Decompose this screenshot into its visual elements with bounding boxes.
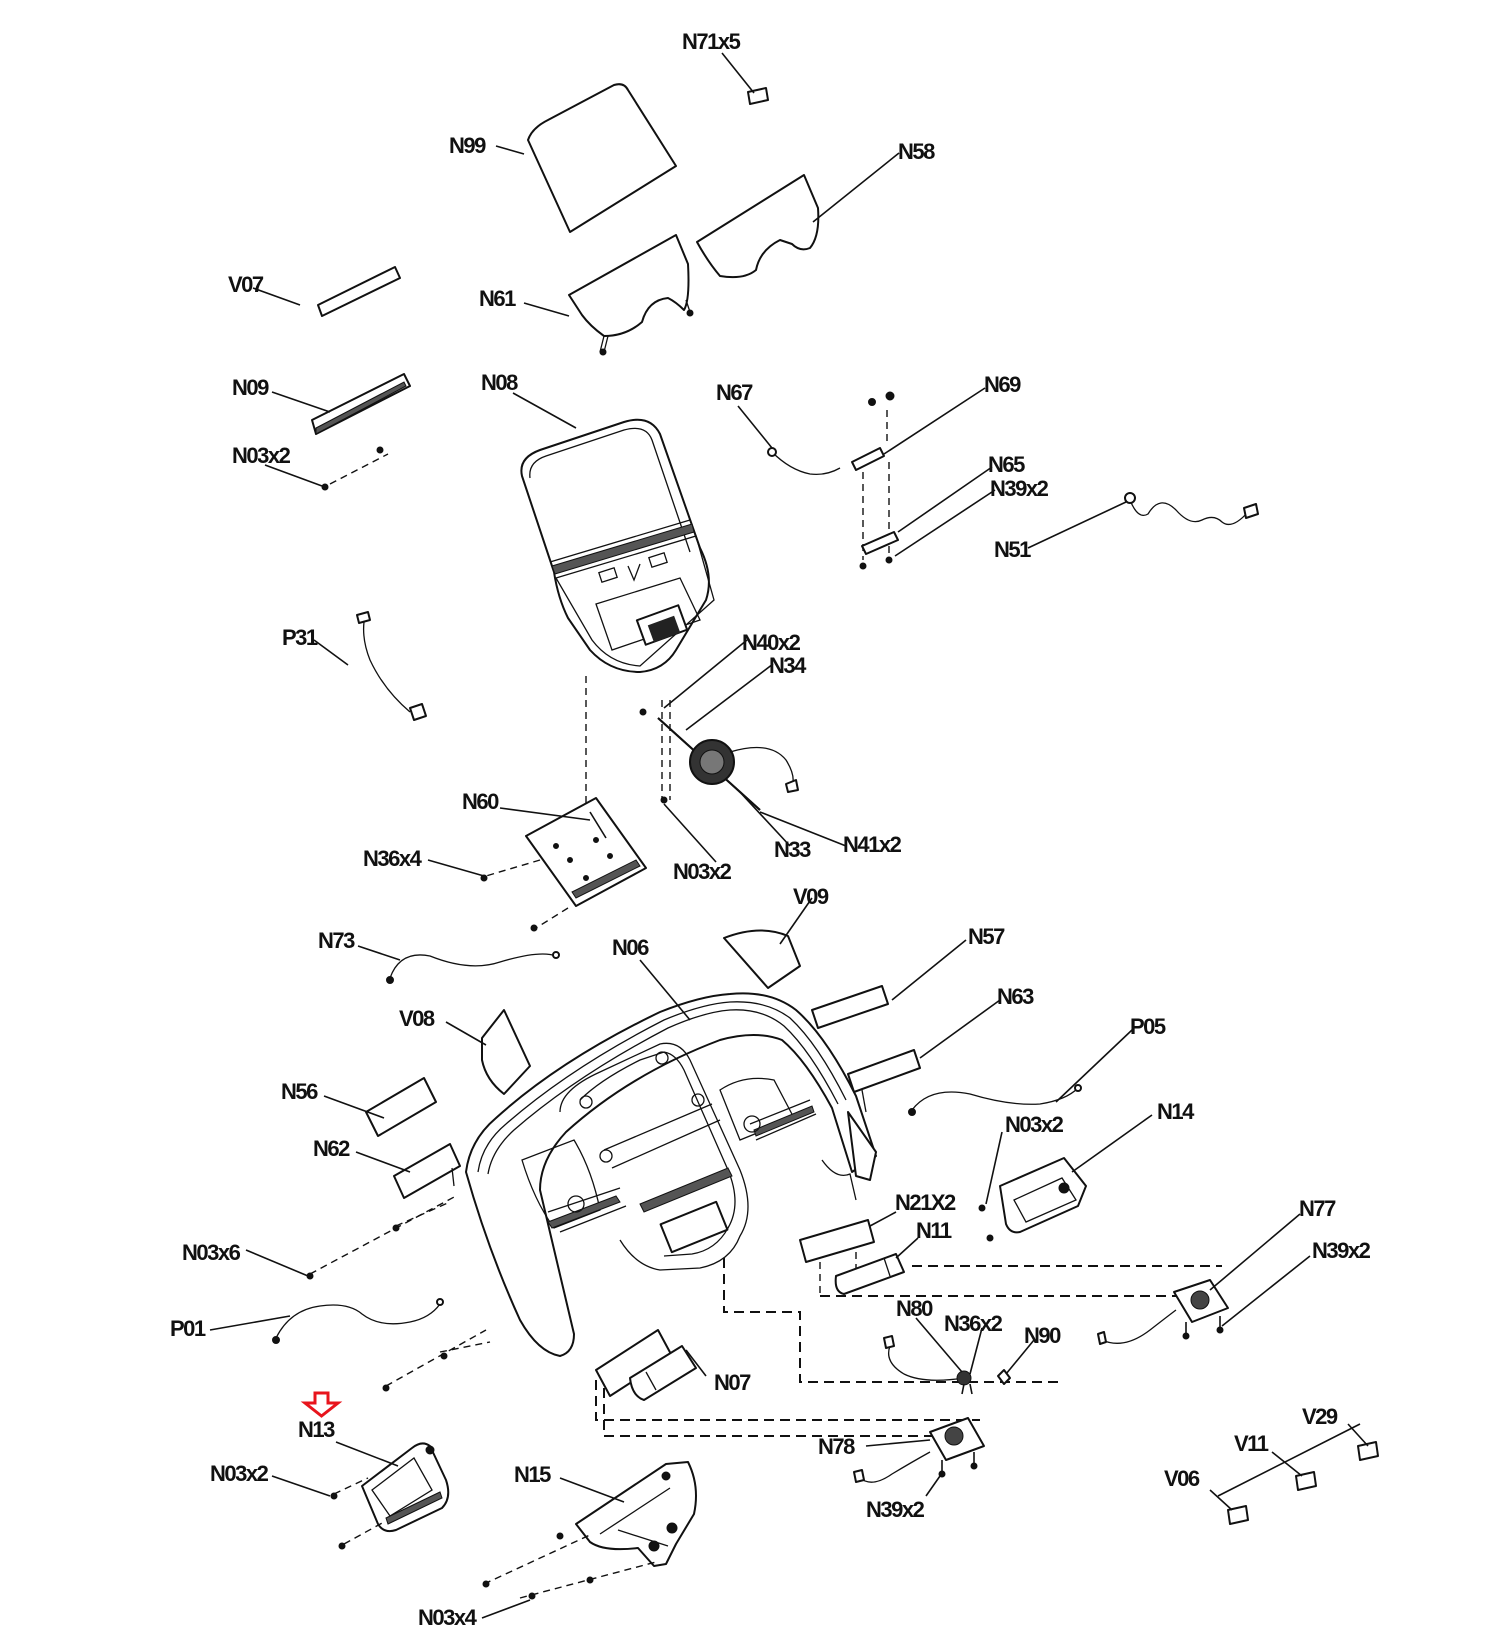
part-N11-switch [834,1237,919,1295]
part-N77-speaker [1097,1213,1311,1345]
label-N99: N99 [449,133,486,158]
label-N06: N06 [612,935,649,960]
label-N61: N61 [479,286,516,311]
label-N03x4: N03x4 [418,1605,478,1630]
part-P01-cable [209,1298,444,1344]
part-N07-switch-pad [595,1329,707,1401]
label-N39x2-bottom: N39x2 [866,1497,925,1522]
part-V08-overlay [445,1009,531,1095]
label-N39x2-right: N39x2 [1312,1238,1371,1263]
label-N40x2: N40x2 [742,630,801,655]
part-V07-strip [252,266,401,317]
part-N03-screws-lower-left [382,1329,491,1392]
part-P05-cable [908,1029,1133,1116]
label-N62: N62 [313,1136,350,1161]
part-N57-strip [811,939,967,1029]
label-N21X2: N21X2 [895,1190,956,1215]
part-N15-bracket [481,1461,697,1619]
label-N03x2-right: N03x2 [1005,1112,1064,1137]
label-N65: N65 [988,452,1025,477]
part-V-clips [1209,1423,1379,1525]
part-N62-strip [355,1143,461,1199]
label-N03x2-top: N03x2 [232,443,291,468]
label-V07: V07 [228,272,264,297]
label-N03x2-bottom: N03x2 [210,1461,269,1486]
part-N60-control-board [427,797,647,932]
part-N73-cable [357,945,560,984]
label-N36x4: N36x4 [363,846,423,871]
label-N15: N15 [514,1462,551,1487]
part-N06-console-frame [465,959,877,1357]
label-N69: N69 [984,372,1021,397]
part-N56-strip [323,1077,437,1137]
label-N11: N11 [916,1218,952,1243]
label-N71x5: N71x5 [682,29,741,54]
label-P05: P05 [1130,1014,1166,1039]
part-N51-cable [1027,492,1259,549]
part-N63-strip [847,999,1001,1113]
part-N71-clip [721,52,769,105]
label-N63: N63 [997,984,1034,1009]
label-N14: N14 [1157,1099,1195,1124]
label-P31: P31 [282,625,318,650]
label-V29: V29 [1302,1404,1338,1429]
label-N07: N07 [714,1370,751,1395]
part-N58-overlay-right [696,152,900,279]
part-N03-screws-left [245,1195,457,1280]
label-N33: N33 [774,837,811,862]
part-N03-screws-top [264,446,389,491]
label-N13: N13 [298,1417,335,1442]
label-V06: V06 [1164,1466,1200,1491]
label-N51: N51 [994,537,1031,562]
part-N61-overlay-left [523,234,694,356]
label-N73: N73 [318,928,355,953]
label-N67: N67 [716,380,753,405]
label-N08: N08 [481,370,518,395]
part-N34-motor-assembly [585,639,799,816]
part-V09-overlay [723,897,813,989]
part-N14-bracket [978,1114,1153,1242]
label-N56: N56 [281,1079,318,1104]
label-V09: V09 [793,884,829,909]
part-N65-spring [859,466,996,570]
part-N13-bracket [335,1441,450,1533]
label-N34: N34 [769,653,807,678]
highlight-arrow-icon [300,1391,343,1418]
label-N57: N57 [968,924,1005,949]
part-N99-display-window [495,83,677,233]
label-V11: V11 [1234,1431,1269,1456]
part-N21-pad [799,1211,897,1296]
label-N36x2: N36x2 [944,1311,1003,1336]
part-N80-sensor [883,1317,1035,1395]
part-N03-screws-N13 [271,1475,385,1550]
label-N78: N78 [818,1434,855,1459]
label-N60: N60 [462,789,499,814]
label-N41x2: N41x2 [843,832,902,857]
part-N08-upper-console [512,392,715,673]
label-N39x2-top: N39x2 [990,476,1049,501]
label-V08: V08 [399,1006,435,1031]
label-N80: N80 [896,1296,933,1321]
part-N67-cable [737,405,841,476]
part-N78-speaker [853,1417,985,1497]
wiring-guides [595,1258,1222,1437]
label-N03x2-mid: N03x2 [673,859,732,884]
label-N90: N90 [1024,1323,1061,1348]
label-P01: P01 [170,1316,206,1341]
label-N09: N09 [232,375,269,400]
part-N33-shaft [660,789,847,863]
part-N09-trim [271,373,411,435]
part-N69-connector [851,387,986,560]
label-N77: N77 [1299,1196,1336,1221]
label-N58: N58 [898,139,935,164]
label-N03x6: N03x6 [182,1240,241,1265]
part-P31-cable [313,611,427,721]
